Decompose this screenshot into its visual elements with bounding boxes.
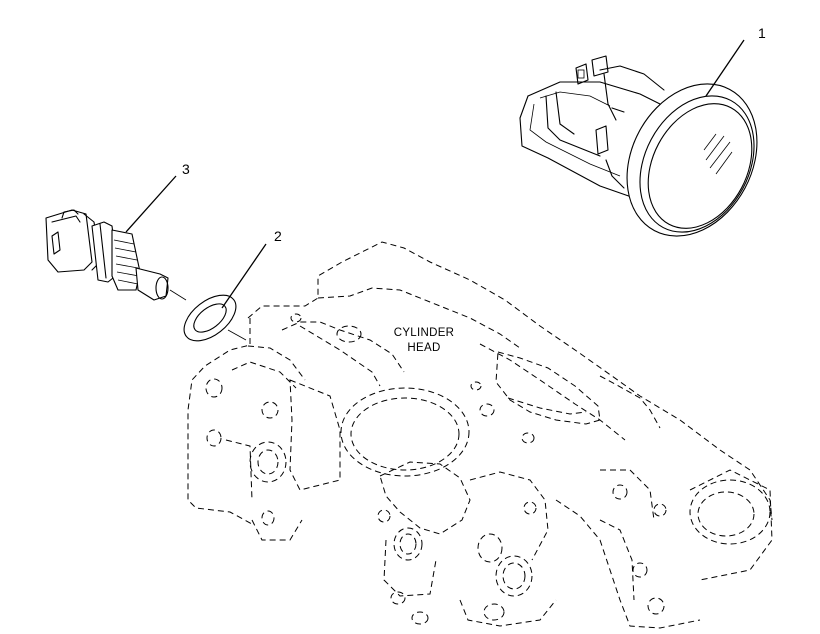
part-label-line2: HEAD [407, 342, 440, 354]
callout-1: 1 [705, 25, 766, 97]
part-2-washer [183, 294, 237, 342]
cylinder-head [187, 241, 773, 629]
part-label-line1: CYLINDER [394, 327, 455, 339]
callout-3: 3 [125, 161, 190, 233]
callout-2: 2 [221, 228, 282, 309]
callout-1-label: 1 [758, 25, 766, 41]
callout-3-label: 3 [182, 161, 190, 177]
callout-2-label: 2 [274, 228, 282, 244]
part-3-sensor [45, 209, 247, 341]
part-1-gauge [519, 55, 758, 237]
